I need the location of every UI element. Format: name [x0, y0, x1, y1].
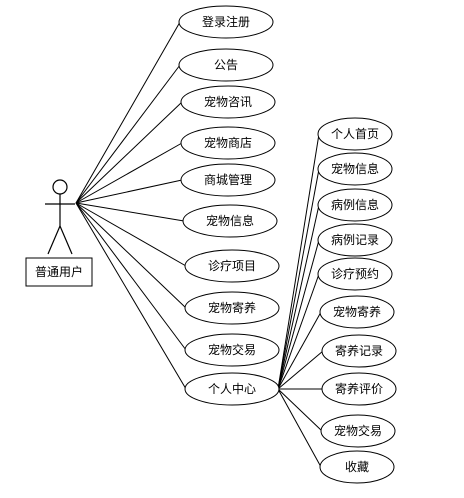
- use-case-trade-label: 宠物交易: [208, 342, 256, 357]
- actor-label: 普通用户: [35, 264, 83, 279]
- center-link-caseinfo: [277, 204, 320, 390]
- use-case-center-shape: [184, 372, 280, 406]
- actor-link-foster: [75, 202, 187, 309]
- use-case-news: 宠物咨讯: [180, 85, 276, 119]
- use-case-items-shape: [184, 249, 280, 283]
- use-case-petinfo: 宠物信息: [182, 204, 278, 238]
- sub-case-caseinfo-label: 病例信息: [331, 197, 379, 212]
- actor-label-box: [25, 257, 93, 287]
- use-case-center-label: 个人中心: [208, 381, 256, 396]
- center-link-home: [277, 133, 320, 390]
- use-case-notice-shape: [178, 48, 274, 82]
- sub-case-fostereval-shape: [321, 372, 397, 406]
- sub-case-booking-shape: [317, 257, 393, 291]
- sub-case-s_foster-shape: [319, 295, 395, 329]
- sub-case-home: 个人首页: [317, 117, 393, 151]
- center-link-fav: [277, 388, 322, 468]
- sub-case-s_petinfo-label: 宠物信息: [331, 161, 379, 176]
- center-link-booking: [277, 273, 320, 390]
- sub-case-fosterrec-shape: [321, 334, 397, 368]
- actor-link-center: [75, 202, 187, 390]
- actor-link-notice: [75, 64, 181, 204]
- actor: 普通用户: [25, 179, 93, 287]
- sub-case-caserec-shape: [317, 223, 393, 257]
- use-case-foster-label: 宠物寄养: [208, 300, 256, 315]
- sub-case-fosterrec: 寄养记录: [321, 334, 397, 368]
- sub-case-fav-label: 收藏: [345, 460, 369, 474]
- actor-link-mall: [75, 179, 183, 204]
- sub-case-s_trade: 宠物交易: [320, 414, 396, 448]
- use-case-news-shape: [180, 85, 276, 119]
- sub-case-fosterrec-label: 寄养记录: [335, 343, 383, 358]
- center-link-fosterrec: [277, 350, 324, 390]
- sub-case-s_foster-label: 宠物寄养: [333, 304, 381, 319]
- sub-case-s_petinfo: 宠物信息: [317, 152, 393, 186]
- use-cases: 登录注册公告宠物咨讯宠物商店商城管理宠物信息诊疗项目宠物寄养宠物交易个人中心个人…: [178, 5, 397, 484]
- use-case-login: 登录注册: [178, 5, 274, 39]
- sub-case-fav-shape: [319, 450, 395, 484]
- use-case-mall-shape: [180, 163, 276, 197]
- use-case-items: 诊疗项目: [184, 249, 280, 283]
- center-link-s_petinfo: [277, 168, 320, 390]
- sub-case-booking: 诊疗预约: [317, 257, 393, 291]
- center-link-s_foster: [277, 311, 322, 390]
- sub-case-home-label: 个人首页: [331, 127, 379, 141]
- use-case-mall-label: 商城管理: [204, 172, 252, 187]
- sub-case-s_foster: 宠物寄养: [319, 295, 395, 329]
- use-case-center: 个人中心: [184, 372, 280, 406]
- sub-case-fav: 收藏: [319, 450, 395, 484]
- use-case-login-label: 登录注册: [202, 14, 250, 29]
- use-case-notice-label: 公告: [214, 58, 238, 72]
- actor-right-leg: [59, 225, 73, 255]
- use-case-store-label: 宠物商店: [204, 135, 252, 150]
- sub-case-caserec: 病例记录: [317, 223, 393, 257]
- sub-case-s_petinfo-shape: [317, 152, 393, 186]
- sub-case-home-shape: [317, 117, 393, 151]
- sub-case-caseinfo-shape: [317, 188, 393, 222]
- use-case-trade: 宠物交易: [184, 333, 280, 367]
- sub-case-fostereval-label: 寄养评价: [335, 381, 383, 396]
- use-case-foster-shape: [184, 291, 280, 325]
- use-case-login-shape: [178, 5, 274, 39]
- actor-left-leg: [47, 225, 61, 255]
- sub-case-fostereval: 寄养评价: [321, 372, 397, 406]
- actor-link-petinfo: [75, 202, 185, 222]
- actor-link-login: [75, 21, 181, 204]
- use-case-notice: 公告: [178, 48, 274, 82]
- use-case-trade-shape: [184, 333, 280, 367]
- use-case-mall: 商城管理: [180, 163, 276, 197]
- sub-case-caserec-label: 病例记录: [331, 232, 379, 247]
- use-case-news-label: 宠物咨讯: [204, 94, 252, 109]
- use-case-store: 宠物商店: [180, 126, 276, 160]
- actor-link-trade: [75, 202, 187, 351]
- sub-case-s_trade-shape: [320, 414, 396, 448]
- use-case-store-shape: [180, 126, 276, 160]
- actor-link-items: [75, 202, 187, 267]
- center-link-caserec: [277, 239, 320, 390]
- center-link-s_trade: [277, 388, 323, 432]
- association-lines: [75, 21, 324, 468]
- sub-case-booking-label: 诊疗预约: [331, 266, 379, 281]
- use-case-petinfo-shape: [182, 204, 278, 238]
- actor-link-store: [75, 142, 183, 204]
- actor-link-news: [75, 101, 183, 204]
- actor-head: [52, 179, 68, 195]
- use-case-petinfo-label: 宠物信息: [206, 213, 254, 228]
- use-case-foster: 宠物寄养: [184, 291, 280, 325]
- sub-case-s_trade-label: 宠物交易: [334, 423, 382, 438]
- use-case-items-label: 诊疗项目: [208, 259, 256, 273]
- sub-case-caseinfo: 病例信息: [317, 188, 393, 222]
